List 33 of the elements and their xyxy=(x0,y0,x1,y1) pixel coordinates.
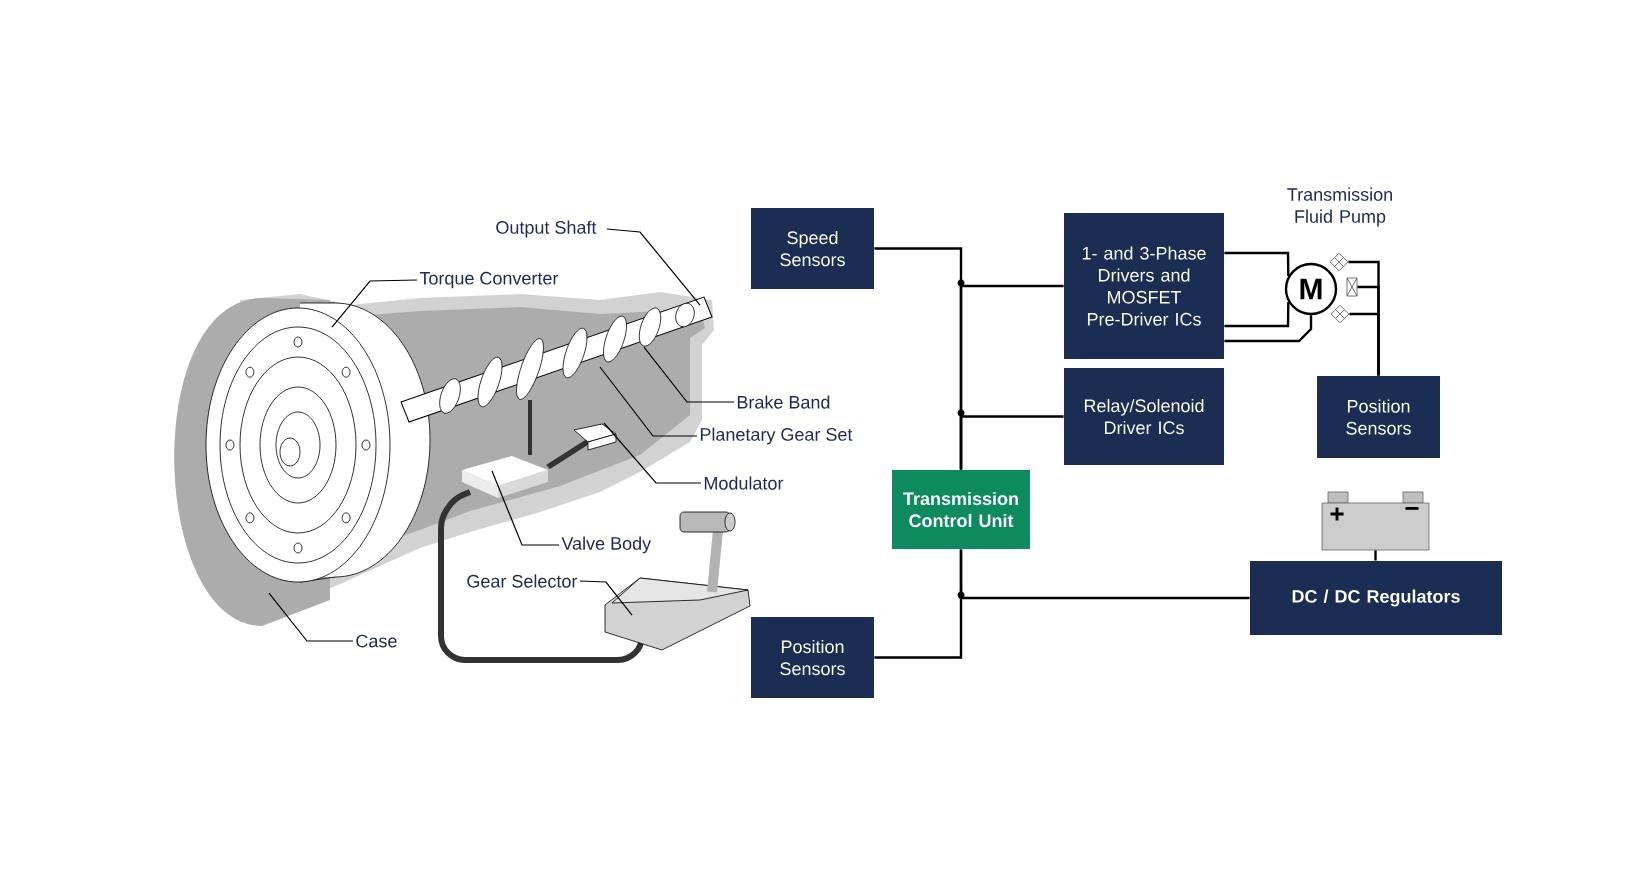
leader-line xyxy=(579,580,633,616)
driver-box: 1- and 3-Phase Drivers and MOSFET Pre-Driver ICs xyxy=(1064,213,1224,359)
part-label: Torque Converter xyxy=(419,271,559,289)
pump-caption: Transmission Fluid Pump xyxy=(1287,187,1392,227)
part-label: Valve Body xyxy=(561,536,652,554)
connector-line xyxy=(1349,312,1380,376)
sensor-symbol xyxy=(1330,304,1350,324)
sensor-symbol xyxy=(1329,252,1349,272)
leader-line xyxy=(331,279,418,328)
connector-line xyxy=(959,549,1250,600)
part-label: Case xyxy=(356,634,397,648)
sensor-symbol xyxy=(1346,277,1358,297)
connector-line xyxy=(1374,550,1377,561)
part-label: Planetary Gear Set xyxy=(700,427,853,445)
leader-line xyxy=(491,470,560,546)
connector-line xyxy=(1224,251,1290,276)
part-label: Brake Band xyxy=(737,395,830,409)
sensor-box: Speed Sensors xyxy=(751,208,874,289)
connector-line xyxy=(1224,315,1313,343)
part-label: Gear Selector xyxy=(467,574,578,588)
sensor-box: Position Sensors xyxy=(751,617,874,698)
leader-line xyxy=(603,422,702,484)
leader-line xyxy=(599,366,698,437)
leader-line xyxy=(268,592,354,642)
connector-line xyxy=(1224,302,1290,328)
sensor-box: Position Sensors xyxy=(1317,376,1440,458)
part-label: Modulator xyxy=(704,476,784,490)
connector-line xyxy=(959,415,1064,470)
driver-box: Relay/Solenoid Driver ICs xyxy=(1064,368,1224,465)
part-label: Output Shaft xyxy=(496,220,597,238)
leader-line xyxy=(643,346,735,403)
regulator-box: DC / DC Regulators xyxy=(1250,561,1502,635)
control-unit-box: Transmission Control Unit xyxy=(892,470,1030,549)
